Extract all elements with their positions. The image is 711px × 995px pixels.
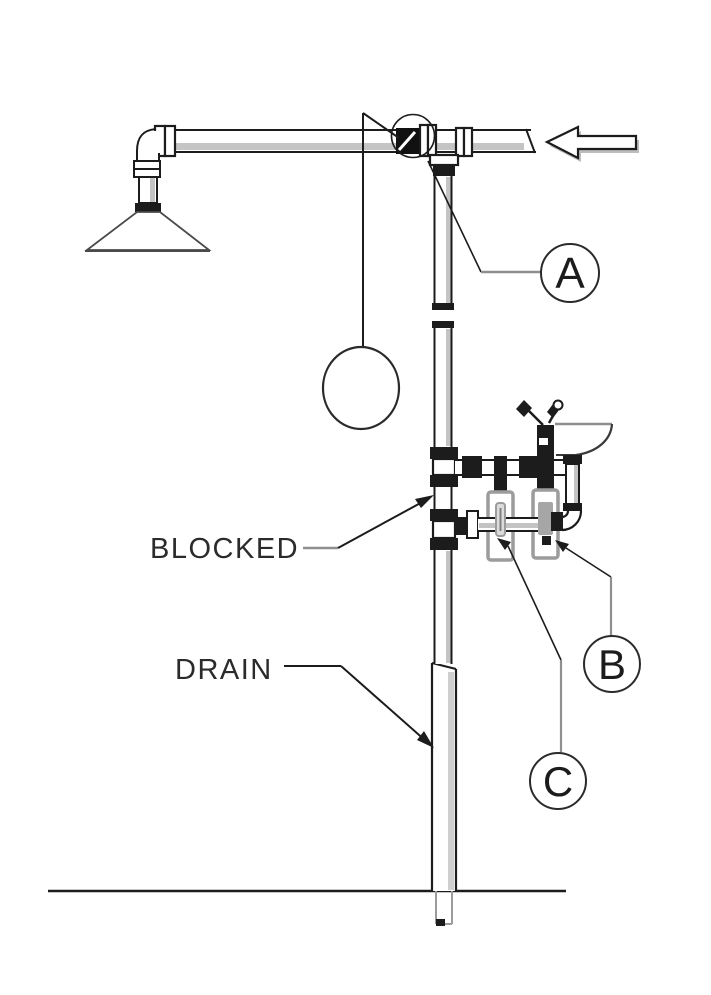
standpipe	[432, 176, 454, 664]
drain-pipe-icon	[430, 662, 458, 926]
drain-label: DRAIN	[175, 654, 434, 748]
eyewash-bowl-icon	[555, 422, 614, 457]
lower-branch-pipe	[455, 510, 553, 539]
balloon-c-letter: C	[543, 758, 573, 805]
balloon-a-letter: A	[555, 249, 585, 298]
callout-a: A	[427, 160, 600, 303]
supply-flow-arrow-icon	[544, 125, 639, 162]
callout-c: C	[497, 538, 587, 810]
pull-rod	[321, 112, 401, 431]
check-valve-internals	[495, 502, 553, 545]
eyewash-tailpipe	[551, 455, 583, 532]
ball-valve-icon	[390, 113, 474, 176]
spray-nozzle-icon	[516, 399, 564, 426]
shower-head-icon	[84, 203, 212, 252]
balloon-b	[583, 635, 641, 693]
callout-b: B	[555, 540, 641, 693]
blocked-label: BLOCKED	[150, 495, 434, 565]
balloon-a	[540, 243, 600, 303]
blocked-text: BLOCKED	[150, 533, 299, 565]
blocked-arrowhead	[415, 495, 434, 508]
balloon-c	[529, 752, 587, 810]
eyewash-manifold	[455, 425, 567, 492]
pipe-tee-icon	[430, 447, 458, 550]
shower-arm	[84, 124, 536, 252]
drain-text: DRAIN	[175, 654, 273, 686]
balloon-b-letter: B	[598, 641, 626, 688]
pull-ring-icon	[321, 345, 401, 431]
drain-arrowhead	[417, 731, 434, 748]
valve-highlight-circle	[390, 113, 436, 159]
